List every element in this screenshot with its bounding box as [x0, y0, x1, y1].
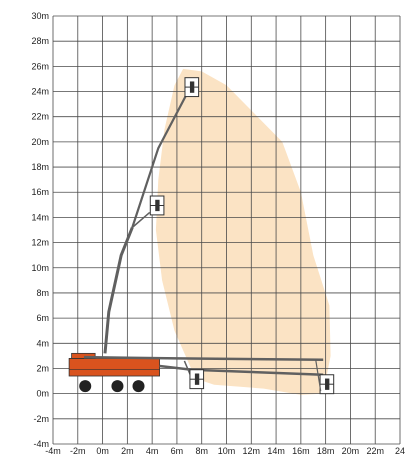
y-tick-label: 18m [31, 162, 49, 172]
x-tick-label: 2m [121, 446, 134, 456]
y-tick-label: -4m [34, 439, 50, 449]
y-tick-label: 26m [31, 61, 49, 71]
y-tick-label: 2m [36, 363, 49, 373]
x-axis-tick-labels: -4m -2m 0m 2m 4m 6m 8m 10m 12m 14m 16m 18m 20m 22m 24 [45, 446, 405, 456]
platform-top-operator [189, 81, 195, 93]
x-tick-label: -2m [70, 446, 86, 456]
x-tick-label: 18m [317, 446, 335, 456]
boom-lift-illustration [68, 77, 335, 395]
y-tick-label: 28m [31, 36, 49, 46]
y-tick-label: 10m [31, 263, 49, 273]
x-tick-label: 14m [267, 446, 285, 456]
machine-wheel-right [132, 380, 145, 393]
working-envelope [155, 68, 331, 395]
boom-horizontal-upper [83, 355, 324, 361]
platform-low-operator [194, 373, 200, 385]
y-tick-label: 4m [36, 338, 49, 348]
y-tick-label: -2m [34, 414, 50, 424]
y-tick-label: 20m [31, 137, 49, 147]
platform-mid-operator [155, 199, 160, 212]
x-tick-label: 22m [366, 446, 384, 456]
x-tick-label: -4m [45, 446, 61, 456]
y-tick-label: 12m [31, 238, 49, 248]
y-tick-label: 14m [31, 212, 49, 222]
y-tick-label: 24m [31, 87, 49, 97]
boom-far-jib [315, 359, 322, 392]
y-tick-label: 0m [36, 389, 49, 399]
boom-raised-upper [131, 90, 190, 228]
x-tick-label: 4m [146, 446, 159, 456]
machine-wheel-left [79, 380, 92, 393]
boom-mid-jib [131, 211, 151, 229]
x-tick-label: 6m [171, 446, 184, 456]
boom-raised-lower [103, 226, 134, 354]
y-tick-label: 30m [31, 11, 49, 21]
x-tick-label: 0m [96, 446, 109, 456]
y-axis-tick-labels: -4m -2m 0m 2m 4m 6m 8m 10m 12m 14m 16m 18m 20m 22m 24m… [31, 11, 49, 449]
x-tick-label: 24 [395, 446, 405, 456]
machine-chassis [68, 357, 160, 377]
machine-counterweight [71, 352, 96, 359]
working-envelope-area [155, 68, 331, 395]
y-tick-label: 16m [31, 187, 49, 197]
x-tick-label: 16m [292, 446, 310, 456]
x-tick-label: 20m [342, 446, 360, 456]
x-tick-label: 10m [218, 446, 236, 456]
y-tick-label: 6m [36, 313, 49, 323]
machine-wheel-middle [111, 380, 124, 393]
platform-far-operator [325, 378, 330, 390]
y-tick-label: 8m [36, 288, 49, 298]
y-tick-label: 22m [31, 112, 49, 122]
x-tick-label: 8m [195, 446, 208, 456]
chart-grid [52, 15, 401, 445]
x-tick-label: 12m [243, 446, 261, 456]
